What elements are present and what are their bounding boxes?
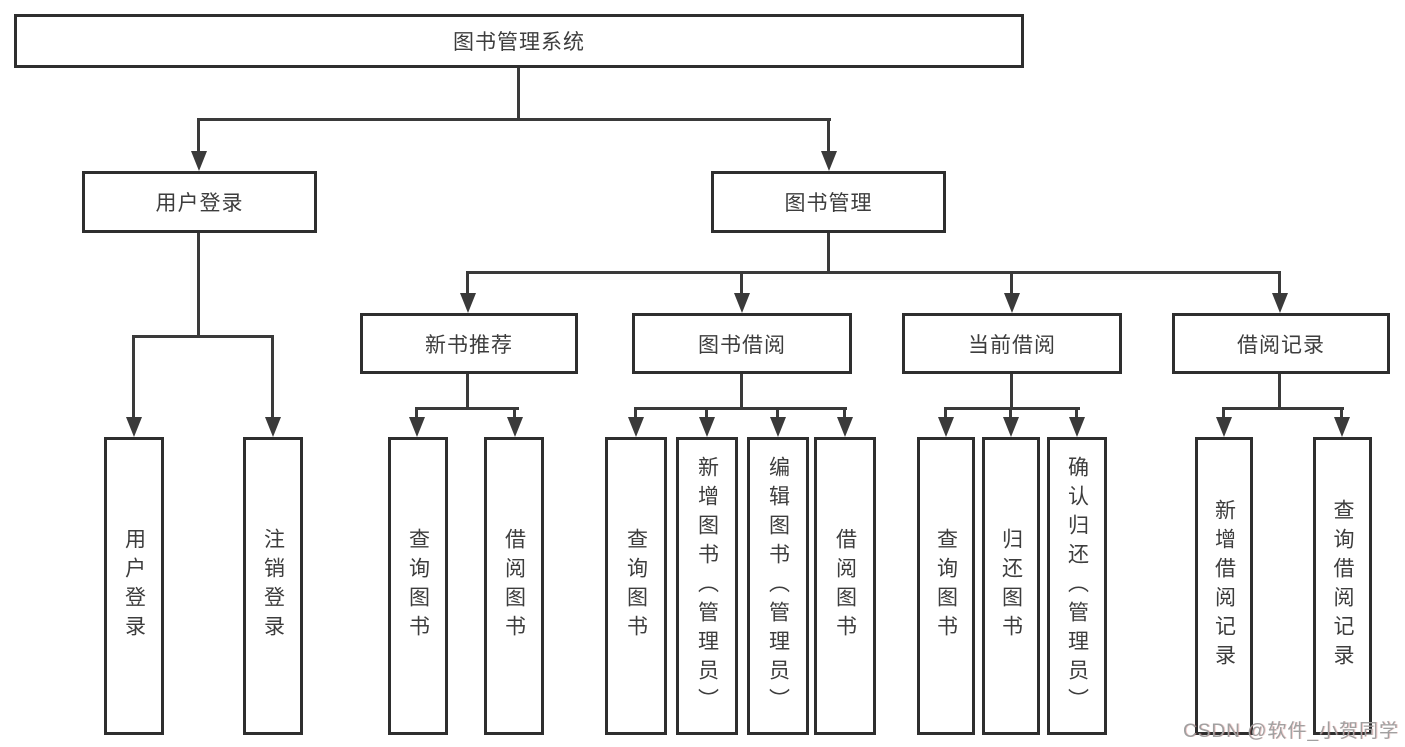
node-label: 编辑图书（管理员）: [766, 455, 790, 717]
leaf-query-borrow-record: 查询借阅记录: [1313, 437, 1372, 735]
leaf-return-book: 归还图书: [982, 437, 1040, 735]
arrow-down-icon: [821, 151, 837, 171]
arrow-down-icon: [1216, 417, 1232, 437]
arrow-down-icon: [628, 417, 644, 437]
connector-line: [132, 335, 274, 338]
arrow-down-icon: [699, 417, 715, 437]
node-label: 用户登录: [155, 192, 244, 215]
arrow-down-icon: [1334, 417, 1350, 437]
connector-line: [843, 407, 846, 419]
connector-line: [132, 335, 135, 419]
connector-line: [197, 118, 831, 121]
connector-line: [415, 407, 519, 410]
arrow-down-icon: [938, 417, 954, 437]
connector-line: [827, 231, 830, 274]
connector-line: [1278, 271, 1281, 295]
node-borrow-records: 借阅记录: [1172, 313, 1390, 374]
leaf-add-book-admin: 新增图书（管理员）: [676, 437, 738, 735]
connector-line: [1222, 407, 1344, 410]
node-label: 查询图书: [406, 528, 430, 644]
arrow-down-icon: [1004, 293, 1020, 313]
node-label: 新书推荐: [425, 333, 513, 357]
leaf-edit-book-admin: 编辑图书（管理员）: [747, 437, 809, 735]
arrow-down-icon: [507, 417, 523, 437]
connector-line: [705, 407, 708, 419]
node-label: 图书管理: [784, 192, 873, 215]
csdn-watermark: CSDN @软件_小贺同学: [1183, 721, 1399, 742]
connector-line: [517, 66, 520, 120]
connector-line: [513, 407, 516, 419]
connector-line: [740, 372, 743, 410]
connector-line: [1278, 372, 1281, 410]
leaf-query-books-current: 查询图书: [917, 437, 975, 735]
node-label: 查询图书: [934, 528, 958, 644]
node-label: 借阅记录: [1237, 333, 1325, 357]
arrow-down-icon: [734, 293, 750, 313]
arrow-down-icon: [460, 293, 476, 313]
leaf-borrow-books-recommend: 借阅图书: [484, 437, 544, 735]
node-current-borrow: 当前借阅: [902, 313, 1122, 374]
leaf-add-borrow-record: 新增借阅记录: [1195, 437, 1253, 735]
connector-line: [1340, 407, 1343, 419]
connector-line: [634, 407, 637, 419]
node-label: 确认归还（管理员）: [1065, 455, 1089, 717]
arrow-down-icon: [409, 417, 425, 437]
node-user-login: 用户登录: [82, 171, 317, 233]
node-library-system: 图书管理系统: [14, 14, 1024, 68]
connector-line: [466, 372, 469, 410]
connector-line: [197, 231, 200, 338]
arrow-down-icon: [1069, 417, 1085, 437]
node-label: 归还图书: [999, 528, 1023, 644]
arrow-down-icon: [1003, 417, 1019, 437]
node-book-borrow: 图书借阅: [632, 313, 852, 374]
node-label: 当前借阅: [968, 333, 1056, 357]
leaf-borrow-books: 借阅图书: [814, 437, 876, 735]
arrow-down-icon: [191, 151, 207, 171]
leaf-query-books-recommend: 查询图书: [388, 437, 448, 735]
node-label: 注销登录: [261, 528, 285, 644]
connector-line: [1075, 407, 1078, 419]
node-label: 借阅图书: [502, 528, 526, 644]
connector-line: [1222, 407, 1225, 419]
arrow-down-icon: [770, 417, 786, 437]
connector-line: [944, 407, 1080, 410]
connector-line: [466, 271, 469, 295]
arrow-down-icon: [1272, 293, 1288, 313]
connector-line: [271, 335, 274, 419]
node-label: 新增借阅记录: [1212, 499, 1236, 673]
arrow-down-icon: [265, 417, 281, 437]
connector-line: [776, 407, 779, 419]
leaf-query-books-borrow: 查询图书: [605, 437, 667, 735]
leaf-confirm-return-admin: 确认归还（管理员）: [1047, 437, 1107, 735]
node-label: 图书管理系统: [453, 31, 585, 54]
connector-line: [740, 271, 743, 295]
connector-line: [466, 271, 1281, 274]
node-label: 用户登录: [122, 528, 146, 644]
connector-line: [944, 407, 947, 419]
connector-line: [1010, 271, 1013, 295]
leaf-logout: 注销登录: [243, 437, 303, 735]
connector-line: [197, 118, 200, 156]
node-label: 借阅图书: [833, 528, 857, 644]
arrow-down-icon: [126, 417, 142, 437]
arrow-down-icon: [837, 417, 853, 437]
node-new-book-recommend: 新书推荐: [360, 313, 578, 374]
connector-line: [827, 118, 830, 156]
connector-line: [1010, 372, 1013, 410]
node-label: 查询借阅记录: [1331, 499, 1354, 673]
node-label: 查询图书: [624, 528, 648, 644]
node-label: 图书借阅: [698, 333, 786, 357]
connector-line: [415, 407, 418, 419]
connector-line: [634, 407, 847, 410]
connector-line: [1009, 407, 1012, 419]
leaf-user-login: 用户登录: [104, 437, 164, 735]
node-book-management: 图书管理: [711, 171, 946, 233]
node-label: 新增图书（管理员）: [695, 455, 719, 717]
